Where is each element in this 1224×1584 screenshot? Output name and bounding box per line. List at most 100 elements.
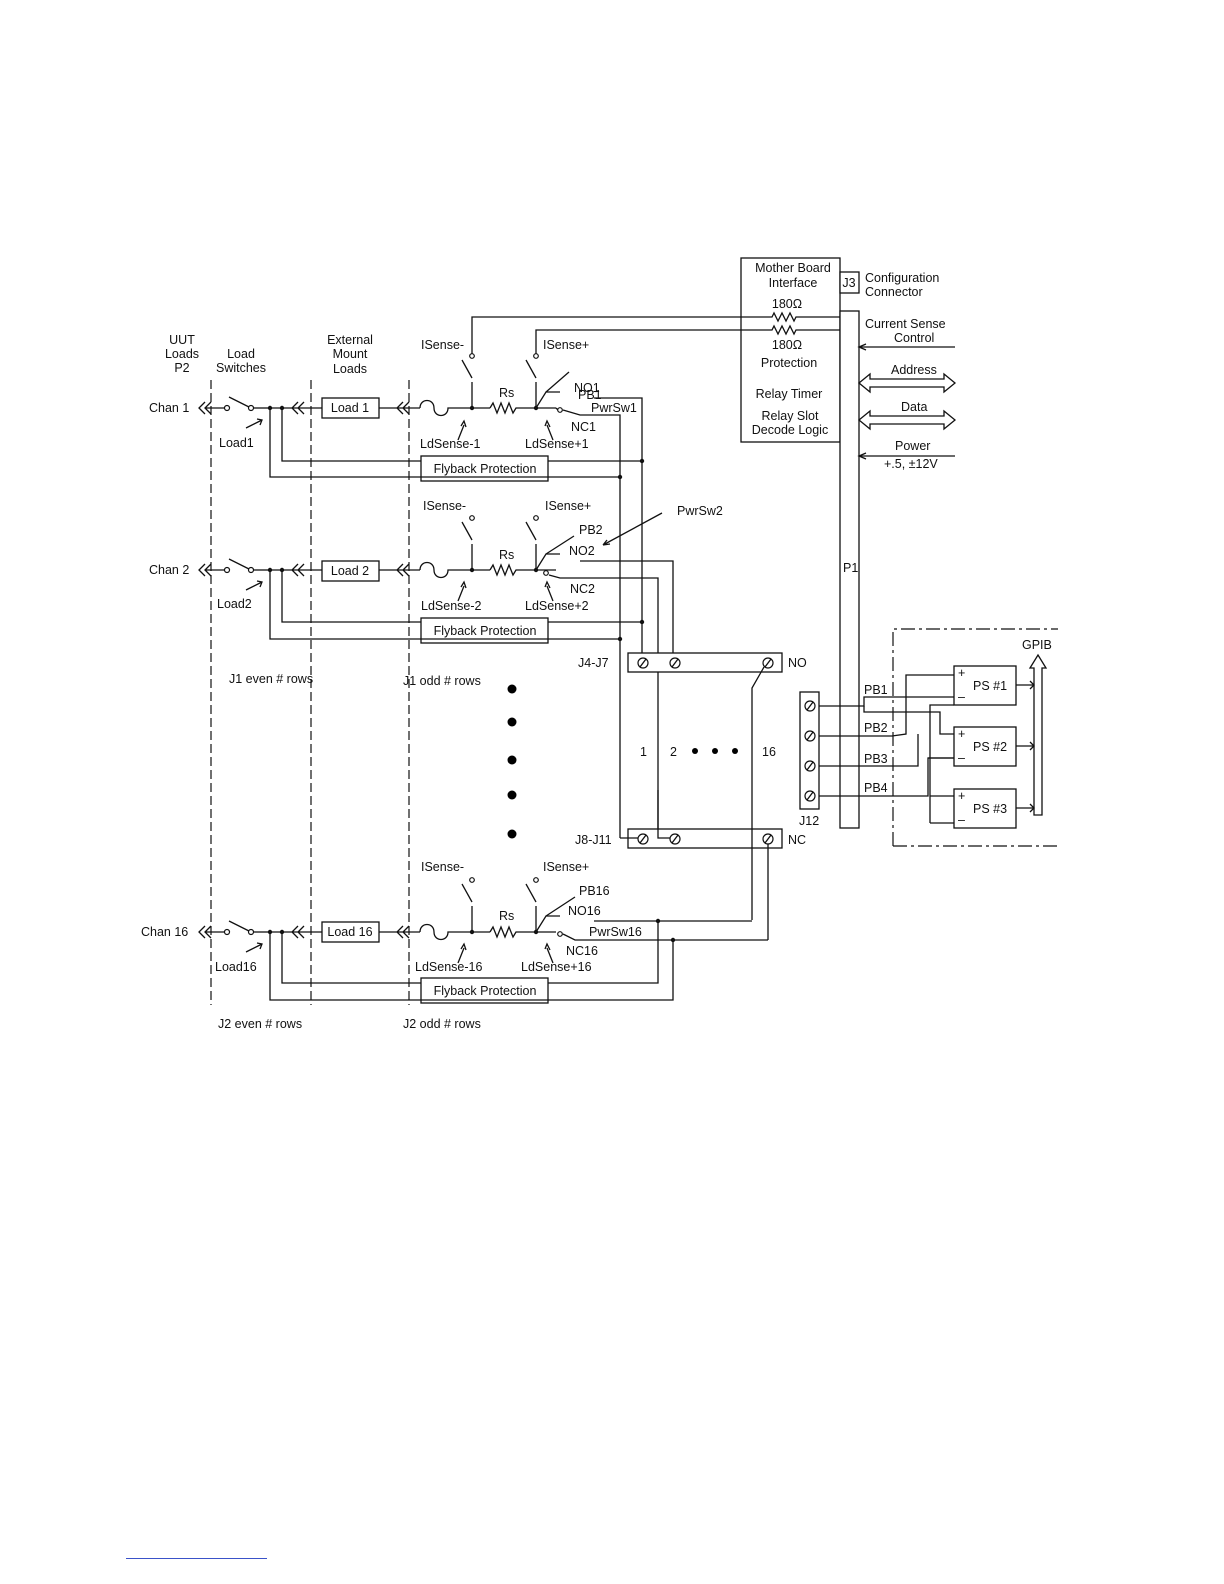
continuation-dots	[507, 684, 517, 839]
flyback-2-label: Flyback Protection	[434, 624, 537, 638]
isense-plus-2-label: ISense+	[545, 499, 591, 513]
j12-label: J12	[799, 814, 819, 828]
ps2-label: PS #2	[973, 740, 1007, 754]
ps3-minus: –	[958, 813, 965, 827]
external-mount-label-3: Loads	[333, 362, 367, 376]
ldsense-minus-1-label: LdSense-1	[420, 437, 481, 451]
no16-label: NO16	[568, 904, 601, 918]
ps-pb3-label: PB3	[864, 752, 888, 766]
power-label: Power	[895, 439, 930, 453]
ps2-minus: –	[958, 751, 965, 765]
j4-j7-label: J4-J7	[578, 656, 609, 670]
mother-board-label-2: Interface	[769, 276, 818, 290]
terminal-strips: J4-J7 NO J8-J11 NC 1 2 16	[575, 652, 807, 940]
flyback-16-label: Flyback Protection	[434, 984, 537, 998]
gpib-bus-arrow	[1028, 653, 1048, 816]
config-connector-label-2: Connector	[865, 285, 923, 299]
mother-board-label-1: Mother Board	[755, 261, 831, 275]
no-strip-label: NO	[788, 656, 807, 670]
power-levels-label: +.5, ±12V	[884, 457, 938, 471]
no2-label: NO2	[569, 544, 595, 558]
flyback-1-label: Flyback Protection	[434, 462, 537, 476]
chan-16-label: Chan 16	[141, 925, 188, 939]
external-mount-label-2: Mount	[333, 347, 368, 361]
pwrsw16-label: PwrSw16	[589, 925, 642, 939]
strip-num-2: 2	[670, 745, 677, 759]
ldsense-minus-16-label: LdSense-16	[415, 960, 482, 974]
isense-minus-2-label: ISense-	[423, 499, 466, 513]
res-180-b-label: 180Ω	[772, 338, 802, 352]
protection-label: Protection	[761, 356, 817, 370]
mother-board-block: Mother Board Interface J3 Configuration …	[471, 257, 939, 829]
load-2-label: Load 2	[331, 564, 369, 578]
nc2-label: NC2	[570, 582, 595, 596]
load-1-label: Load 1	[331, 401, 369, 415]
relay-slot-label-1: Relay Slot	[762, 409, 819, 423]
ldsense-plus-1-label: LdSense+1	[525, 437, 589, 451]
pwrsw2-callout-label: PwrSw2	[677, 504, 723, 518]
load-16-label: Load 16	[327, 925, 372, 939]
j1-even-label: J1 even # rows	[229, 672, 313, 686]
relay-timer-label: Relay Timer	[756, 387, 823, 401]
ps-pb4-label: PB4	[864, 781, 888, 795]
j1-odd-label: J1 odd # rows	[403, 674, 481, 688]
j2-even-label: J2 even # rows	[218, 1017, 302, 1031]
ps-pb1-label: PB1	[864, 683, 888, 697]
ps-pb2-label: PB2	[864, 721, 888, 735]
j8-j11-label: J8-J11	[575, 833, 612, 847]
ps3-plus: +	[958, 789, 965, 803]
power-supply-section: J12 PB1 PB2 PB3 PB4 + – PS #1 + – PS #2 …	[799, 628, 1058, 847]
external-mount-label-1: External	[327, 333, 373, 347]
footnote-rule	[126, 1558, 267, 1559]
strip-num-1: 1	[640, 745, 647, 759]
ps2-plus: +	[958, 727, 965, 741]
p1-label: P1	[843, 561, 858, 575]
no1-label: NO1	[574, 381, 600, 395]
load1-switch-label: Load1	[219, 436, 254, 450]
load-switches-label-1: Load	[227, 347, 255, 361]
uut-label-3: P2	[174, 361, 189, 375]
current-sense-label-1: Current Sense	[865, 317, 946, 331]
ldsense-plus-2-label: LdSense+2	[525, 599, 589, 613]
ldsense-plus-16-label: LdSense+16	[521, 960, 592, 974]
load-switches-label-2: Switches	[216, 361, 266, 375]
current-sense-label-2: Control	[894, 331, 934, 345]
ps1-plus: +	[958, 666, 965, 680]
rs-label-2: Rs	[499, 548, 514, 562]
gpib-label: GPIB	[1022, 638, 1052, 652]
channel-16: Chan 16 Load16 Load 16 Rs ISense- ISense…	[141, 860, 768, 1004]
boundary-lines	[210, 380, 410, 1005]
data-bus-arrow	[857, 409, 957, 431]
channel-2: Chan 2 Load2 Load 2 Rs ISense- ISense+ P…	[149, 499, 723, 838]
ps1-minus: –	[958, 690, 965, 704]
uut-label-1: UUT	[169, 333, 195, 347]
chan-1-label: Chan 1	[149, 401, 189, 415]
uut-label-2: Loads	[165, 347, 199, 361]
ldsense-minus-2-label: LdSense-2	[421, 599, 482, 613]
relay-slot-label-2: Decode Logic	[752, 423, 828, 437]
strip-num-16: 16	[762, 745, 776, 759]
pwrsw1-label: PwrSw1	[591, 401, 637, 415]
j2-odd-label: J2 odd # rows	[403, 1017, 481, 1031]
pb2-label: PB2	[579, 523, 603, 537]
nc1-label: NC1	[571, 420, 596, 434]
j3-label: J3	[842, 276, 855, 290]
bus-signals: Current Sense Control Address Data Power…	[857, 317, 957, 471]
load2-switch-label: Load2	[217, 597, 252, 611]
channel-1: Chan 1 Load1 Load 1 Rs ISense- ISense+ P…	[149, 338, 645, 838]
isense-minus-16-label: ISense-	[421, 860, 464, 874]
data-label: Data	[901, 400, 927, 414]
address-label: Address	[891, 363, 937, 377]
ps1-label: PS #1	[973, 679, 1007, 693]
res-180-a-label: 180Ω	[772, 297, 802, 311]
isense-plus-16-label: ISense+	[543, 860, 589, 874]
chan-2-label: Chan 2	[149, 563, 189, 577]
address-bus-arrow	[857, 372, 957, 394]
nc16-label: NC16	[566, 944, 598, 958]
column-headers: UUT Loads P2 Load Switches External Moun…	[165, 333, 373, 376]
rs-label-1: Rs	[499, 386, 514, 400]
config-connector-label-1: Configuration	[865, 271, 939, 285]
isense-minus-1-label: ISense-	[421, 338, 464, 352]
isense-plus-1-label: ISense+	[543, 338, 589, 352]
